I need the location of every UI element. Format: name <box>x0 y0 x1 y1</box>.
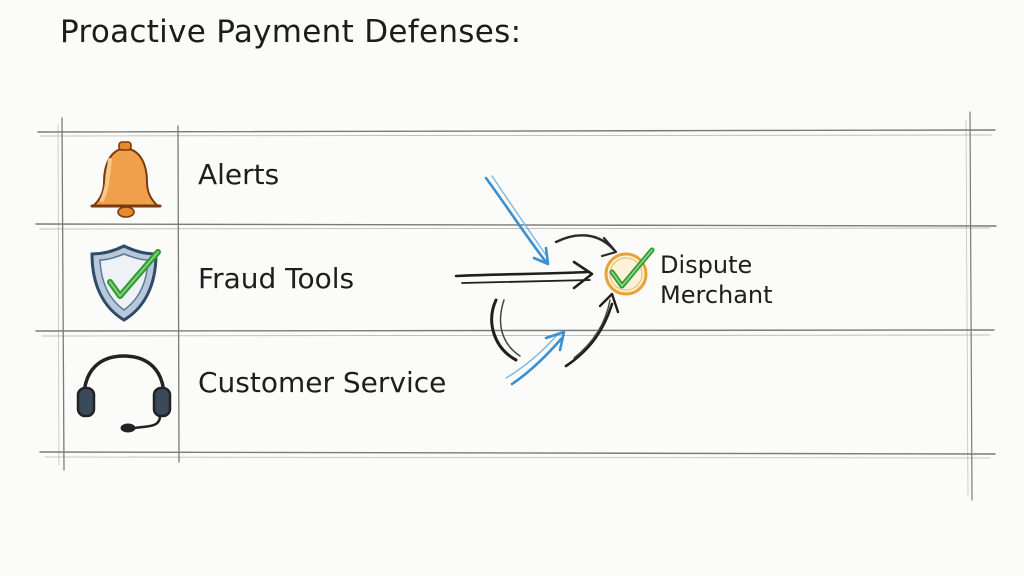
check-circle-icon <box>604 247 655 296</box>
arrow-black-curl-top <box>554 234 616 252</box>
grid-line-divider <box>177 125 180 463</box>
grid-line-row2 <box>35 329 995 332</box>
page-title: Proactive Payment Defenses: <box>60 14 522 50</box>
arrow-blue-bottom <box>510 336 564 386</box>
bell-icon <box>90 141 162 218</box>
row-label-customer-service: Customer Service <box>198 366 447 399</box>
row-label-alerts: Alerts <box>198 158 280 191</box>
arrow-black-loop-left <box>490 298 518 362</box>
grid-line-row1-b <box>39 227 991 230</box>
row-label-fraud-tools: Fraud Tools <box>198 262 355 295</box>
grid-line-right <box>969 111 973 501</box>
grid-line-row2-b <box>41 334 991 337</box>
grid-line-right-b <box>965 119 969 496</box>
table-grid <box>35 111 997 501</box>
headset-icon <box>76 354 172 433</box>
grid-line-top-b <box>39 134 993 137</box>
flow-arrows <box>454 175 620 386</box>
arrow-black-horizontal <box>454 270 590 278</box>
grid-line-left <box>61 117 65 471</box>
shield-check-icon <box>90 244 161 322</box>
grid-line-left-b <box>57 123 60 466</box>
grid-line-bottom <box>39 451 996 455</box>
arrow-blue-top <box>484 176 548 264</box>
target-label-line2: Merchant <box>660 281 773 309</box>
grid-line-bottom-b <box>44 456 991 459</box>
target-label-line1: Dispute <box>660 251 753 279</box>
arrow-black-loop-right <box>564 302 614 368</box>
grid-line-top <box>37 129 996 133</box>
grid-line-row1 <box>35 223 997 227</box>
